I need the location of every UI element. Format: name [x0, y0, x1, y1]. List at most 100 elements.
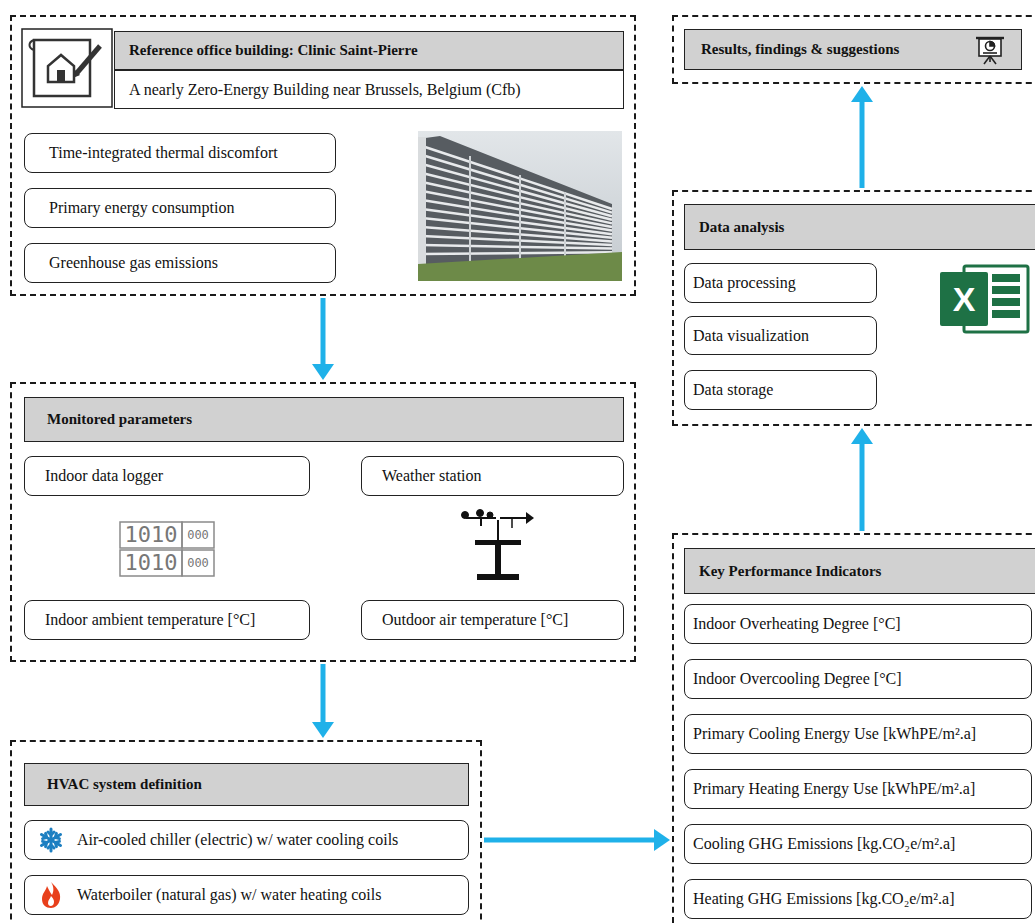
snowflake-icon — [41, 835, 60, 846]
building-photo — [422, 252, 612, 254]
node-text: Primary energy consumption — [49, 199, 234, 217]
blueprint-icon — [34, 40, 90, 96]
data-logger-icon — [120, 522, 182, 548]
rounded-box: Outdoor air temperature [°C] — [361, 600, 624, 640]
weather-station-icon — [462, 512, 469, 519]
rounded-box: Indoor ambient temperature [°C] — [24, 600, 310, 640]
arrow-head — [851, 428, 873, 444]
node-text: Time-integrated thermal discomfort — [49, 144, 278, 162]
flow-arrow — [484, 829, 670, 851]
snowflake-icon — [40, 832, 62, 848]
excel-icon — [992, 274, 1020, 318]
flame-icon — [48, 896, 54, 906]
blueprint-icon — [48, 55, 74, 82]
arrow-shaft — [860, 442, 865, 531]
rounded-box: Data storage — [684, 370, 877, 410]
dashed-panel: Key Performance IndicatorsIndoor Overhea… — [672, 533, 1035, 923]
arrow-head — [312, 364, 334, 380]
building-photo — [422, 155, 612, 213]
header-bar: Data analysis — [684, 204, 1035, 250]
presentation-icon — [983, 52, 997, 54]
binary-digits: 000 — [187, 557, 209, 569]
building-photo — [564, 192, 566, 260]
rounded-box: Time-integrated thermal discomfort — [24, 133, 336, 173]
node-text: Data storage — [693, 381, 773, 399]
building-photo — [418, 131, 622, 281]
node-text: A nearly Zero-Energy Building near Bruss… — [129, 81, 521, 99]
node-text: Cooling GHG Emissions [kg.CO₂e/m².a] — [693, 835, 955, 853]
node-text: Primary Cooling Energy Use [kWhPE/m².a] — [693, 725, 976, 743]
rounded-box: Indoor Overcooling Degree [°C] — [684, 659, 1032, 699]
arrow-head — [851, 86, 873, 102]
blueprint-icon — [30, 40, 35, 50]
rounded-box: Indoor Overheating Degree [°C] — [684, 604, 1032, 644]
blueprint-icon — [22, 29, 112, 107]
snowflake-icon — [41, 835, 60, 846]
presentation-icon — [976, 38, 1004, 64]
weather-station-icon — [495, 545, 501, 575]
rounded-box: Indoor data logger — [24, 456, 310, 496]
weather-station-icon — [475, 540, 521, 545]
building-photo — [418, 131, 622, 281]
icon-letter: X — [953, 282, 976, 316]
node-text: Data visualization — [693, 327, 809, 345]
header-bar: Key Performance Indicators — [684, 548, 1035, 594]
node-text: Indoor ambient temperature [°C] — [45, 611, 255, 629]
binary-digits: 1010 — [125, 524, 178, 546]
node-text: Weather station — [382, 467, 482, 485]
snowflake-icon — [40, 829, 62, 851]
weather-station-icon — [477, 574, 519, 580]
weather-station-icon — [487, 512, 493, 518]
rounded-box: Primary Heating Energy Use [kWhPE/m².a] — [684, 769, 1032, 809]
snowflake-icon — [54, 833, 60, 840]
flow-arrow — [851, 86, 873, 188]
flow-arrow — [312, 664, 334, 738]
rounded-box: Waterboiler (natural gas) w/ water heati… — [24, 875, 469, 915]
header-bar: Monitored parameters — [24, 397, 624, 442]
building-photo — [422, 200, 612, 231]
snowflake-icon — [43, 833, 49, 840]
blueprint-icon — [73, 70, 80, 78]
building-photo — [519, 175, 521, 263]
arrow-shaft — [860, 100, 865, 188]
weather-station-icon — [477, 510, 484, 517]
weather-station-icon — [500, 517, 528, 519]
building-photo — [470, 156, 565, 266]
binary-digits: 000 — [187, 529, 209, 541]
excel-icon — [992, 286, 1020, 294]
presentation-icon — [976, 37, 1004, 39]
building-photo — [418, 252, 622, 281]
dashed-panel: Reference office building: Clinic Saint-… — [10, 15, 636, 296]
node-text: Data processing — [693, 274, 796, 292]
arrow-head — [312, 722, 334, 738]
building-photo — [422, 209, 612, 234]
node-text: Key Performance Indicators — [699, 563, 881, 580]
building-photo — [422, 164, 612, 216]
node-text: Greenhouse gas emissions — [49, 254, 218, 272]
presentation-icon — [979, 39, 1001, 56]
node-text: Air-cooled chiller (electric) w/ water c… — [77, 831, 398, 849]
building-photo — [422, 236, 612, 245]
node-text: Indoor data logger — [45, 467, 163, 485]
weather-station-icon — [480, 518, 482, 526]
building-photo — [422, 191, 612, 227]
data-logger-icon — [120, 550, 182, 576]
rounded-box: Data processing — [684, 263, 877, 303]
flow-arrow — [312, 298, 334, 380]
flame-icon — [42, 882, 60, 908]
weather-station-icon — [497, 520, 499, 540]
building-photo — [422, 218, 612, 238]
arrow-shaft — [484, 838, 656, 843]
presentation-icon — [990, 42, 995, 47]
building-photo — [418, 136, 612, 270]
rounded-box: Primary energy consumption — [24, 188, 336, 228]
weather-station-icon — [462, 510, 535, 581]
rounded-box: Primary Cooling Energy Use [kWhPE/m².a] — [684, 714, 1032, 754]
data-logger-icon — [182, 522, 214, 548]
presentation-icon — [989, 56, 991, 62]
node-text: Primary Heating Energy Use [kWhPE/m².a] — [693, 780, 975, 798]
dashed-panel: Data analysisData processingData visuali… — [672, 190, 1035, 426]
blueprint-icon — [57, 70, 65, 82]
snowflake-icon — [48, 829, 54, 851]
